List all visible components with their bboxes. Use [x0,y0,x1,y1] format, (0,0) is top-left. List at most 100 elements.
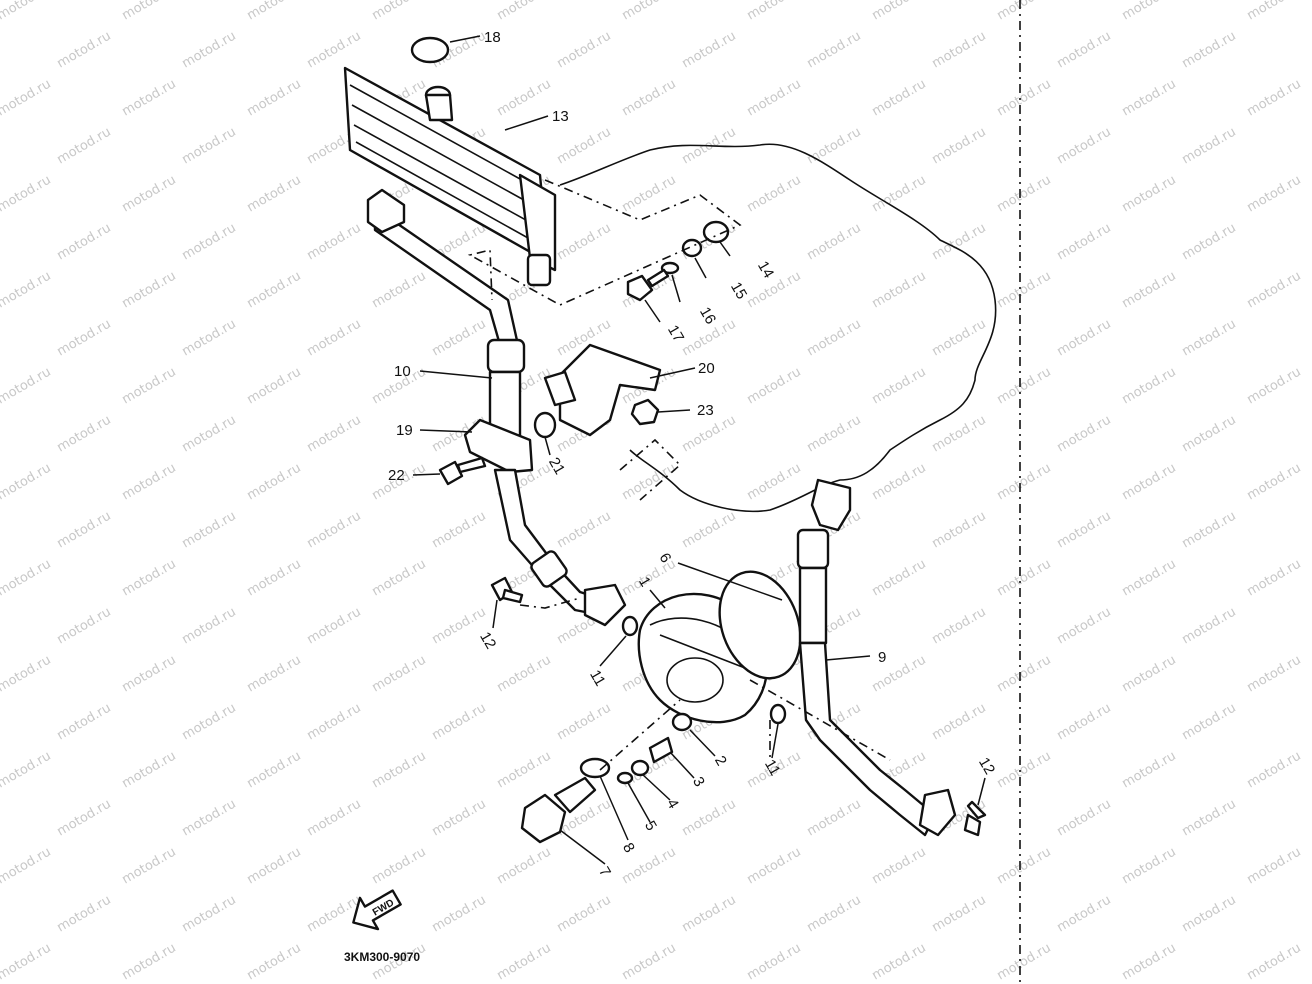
watermark-text: motod.ru [120,173,179,216]
watermark-text: motod.ru [1120,0,1179,23]
callout-22: 22 [388,467,405,484]
watermark-text: motod.ru [680,29,739,72]
plug-4 [630,759,650,777]
watermark-text: motod.ru [55,893,114,936]
callout-18: 18 [484,29,501,46]
watermark-text: motod.ru [1245,0,1304,23]
watermark-text: motod.ru [805,413,864,456]
callout-16: 16 [696,304,719,327]
watermark-text: motod.ru [745,461,804,504]
watermark-text: motod.ru [1180,125,1239,168]
watermark-text: motod.ru [120,749,179,792]
watermark-text: motod.ru [680,509,739,552]
watermark-text: motod.ru [1055,221,1114,264]
watermark-text: motod.ru [555,509,614,552]
watermark-text: motod.ru [620,173,679,216]
watermark-text: motod.ru [120,557,179,600]
watermark-text: motod.ru [120,845,179,888]
watermark-text: motod.ru [995,845,1054,888]
callout-12-left: 12 [476,629,499,652]
watermark-text: motod.ru [305,29,364,72]
watermark-text: motod.ru [180,605,239,648]
watermark-text: motod.ru [245,269,304,312]
watermark-text: motod.ru [430,893,489,936]
callout-17: 17 [664,322,687,345]
watermark-text: motod.ru [745,845,804,888]
leader-lines [412,35,986,865]
callout-13: 13 [552,108,569,125]
watermark-text: motod.ru [0,365,54,408]
watermark-text: motod.ru [680,893,739,936]
watermark-text: motod.ru [55,605,114,648]
watermark-text: motod.ru [555,125,614,168]
watermark-text: motod.ru [430,509,489,552]
grommet-14 [702,220,730,244]
watermark-text: motod.ru [1120,557,1179,600]
callout-15: 15 [727,279,750,302]
watermark-text: motod.ru [1055,317,1114,360]
callout-7: 7 [595,864,614,880]
watermark-text: motod.ru [930,413,989,456]
watermark-text: motod.ru [1120,749,1179,792]
assembly-line-filter [619,438,682,501]
assembly-line-cooler [467,179,742,306]
watermark-text: motod.ru [1245,365,1304,408]
watermark-text: motod.ru [870,173,929,216]
watermark-text: motod.ru [120,0,179,23]
watermark-text: motod.ru [930,317,989,360]
watermark-text: motod.ru [370,653,429,696]
watermark-text: motod.ru [995,77,1054,120]
watermark-text: motod.ru [180,125,239,168]
watermark-text: motod.ru [495,941,554,984]
bolt-12-left [490,576,524,604]
watermark-text: motod.ru [870,845,929,888]
watermark-text: motod.ru [1245,557,1304,600]
watermark-text: motod.ru [245,365,304,408]
watermark-text: motod.ru [930,893,989,936]
watermark-text: motod.ru [1245,461,1304,504]
spring-3 [648,736,674,764]
watermark-text: motod.ru [1055,701,1114,744]
watermark-text: motod.ru [1055,413,1114,456]
watermark-text: motod.ru [555,29,614,72]
watermark-text: motod.ru [495,653,554,696]
watermark-text: motod.ru [870,941,929,984]
assembly-line-union [519,597,581,609]
washer-8 [579,757,611,779]
watermark-text: motod.ru [180,893,239,936]
diagram-code: 3KM300-9070 [344,950,420,964]
watermark-text: motod.ru [1245,77,1304,120]
relief-valve-2 [671,712,693,732]
assembly-line-right [749,679,891,761]
watermark-text: motod.ru [120,269,179,312]
callout-10: 10 [394,363,411,380]
watermark-text: motod.ru [0,941,54,984]
watermark-text: motod.ru [1180,29,1239,72]
watermark-text: motod.ru [995,269,1054,312]
watermark-text: motod.ru [55,701,114,744]
watermark-text: motod.ru [1180,797,1239,840]
watermark-text: motod.ru [245,461,304,504]
watermark-text: motod.ru [995,461,1054,504]
watermark-text: motod.ru [995,0,1054,23]
o-ring-6 [718,570,802,680]
watermark-text: motod.ru [245,173,304,216]
watermark-text: motod.ru [1120,653,1179,696]
watermark-text: motod.ru [620,941,679,984]
watermark-text: motod.ru [745,365,804,408]
watermark-text: motod.ru [555,893,614,936]
hose-right [796,478,957,837]
watermark-text: motod.ru [120,941,179,984]
watermark-text: motod.ru [995,365,1054,408]
watermark-text: motod.ru [55,413,114,456]
hose-upper [366,188,526,464]
watermark-text: motod.ru [680,413,739,456]
watermark-text: motod.ru [495,749,554,792]
watermark-text: motod.ru [995,749,1054,792]
watermark-text: motod.ru [995,653,1054,696]
watermark-text: motod.ru [120,461,179,504]
watermark-text: motod.ru [805,893,864,936]
watermark-text: motod.ru [55,797,114,840]
watermark-text: motod.ru [1245,941,1304,984]
